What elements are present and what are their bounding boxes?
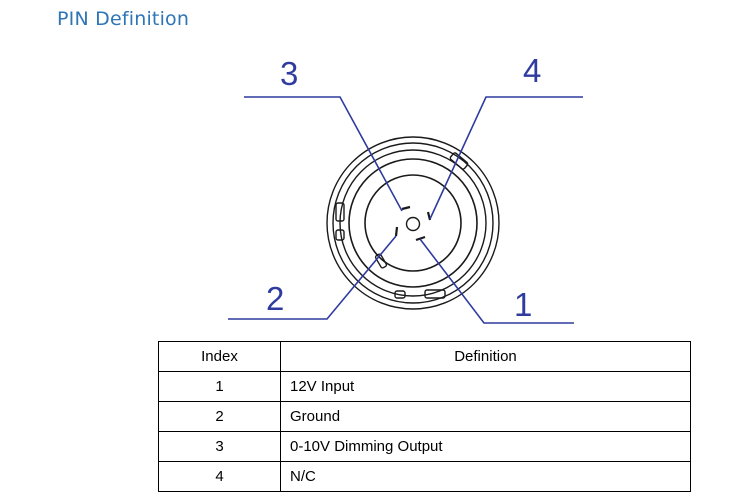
column-header-definition: Definition xyxy=(280,341,691,372)
table-row: 4 N/C xyxy=(158,461,691,492)
leader-line-pin-1 xyxy=(419,238,574,324)
cell-index: 1 xyxy=(158,371,281,402)
pin-label-2: 2 xyxy=(266,280,284,317)
cell-definition: Ground xyxy=(280,401,691,432)
column-header-index: Index xyxy=(158,341,281,372)
cell-index: 3 xyxy=(158,431,281,462)
table-row: 1 12V Input xyxy=(158,371,691,402)
leader-line-pin-4 xyxy=(429,96,583,220)
pin-definition-table: Index Definition 1 12V Input 2 Ground 3 … xyxy=(158,341,691,492)
table-header-row: Index Definition xyxy=(158,341,691,372)
table-row: 3 0-10V Dimming Output xyxy=(158,431,691,462)
pin-leader-lines xyxy=(228,96,583,324)
cell-definition: 12V Input xyxy=(280,371,691,402)
table-row: 2 Ground xyxy=(158,401,691,432)
connector-pin-diagram: 3 4 2 1 xyxy=(228,52,583,324)
leader-line-pin-3 xyxy=(244,96,403,212)
cell-index: 4 xyxy=(158,461,281,492)
pin-label-1: 1 xyxy=(514,286,532,323)
cell-definition: N/C xyxy=(280,461,691,492)
pin-label-4: 4 xyxy=(523,52,541,89)
cell-definition: 0-10V Dimming Output xyxy=(280,431,691,462)
page-title: PIN Definition xyxy=(57,8,190,30)
leader-line-pin-2 xyxy=(228,235,397,320)
connector-face xyxy=(326,136,500,310)
pin-label-3: 3 xyxy=(280,55,298,92)
cell-index: 2 xyxy=(158,401,281,432)
